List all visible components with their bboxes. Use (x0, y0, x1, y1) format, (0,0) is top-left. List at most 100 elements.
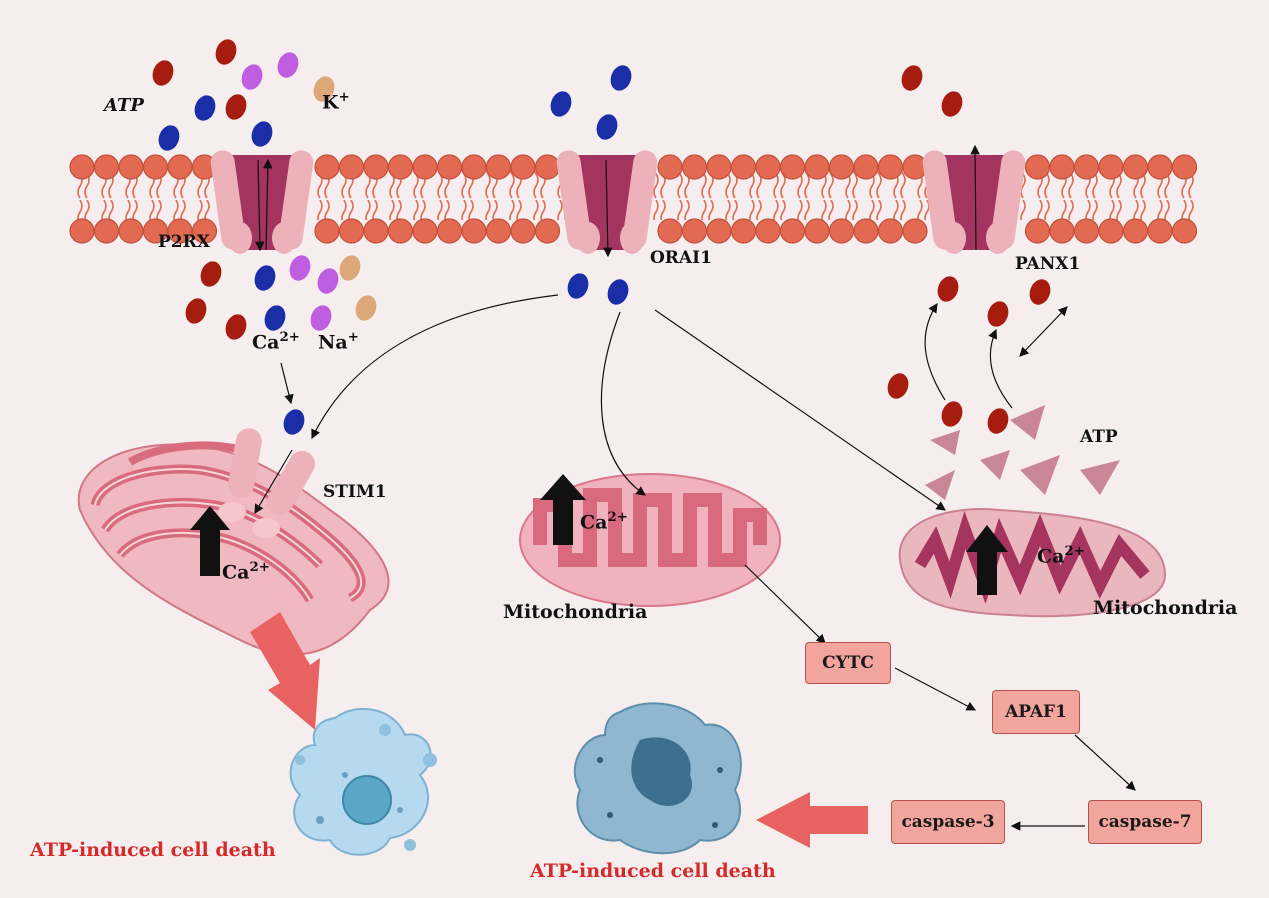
caspase7-box: caspase-7 (1088, 800, 1202, 844)
lipid-head (69, 154, 95, 180)
na-molecule (241, 64, 263, 90)
lipid-head (779, 154, 806, 180)
k-molecule (339, 255, 361, 281)
lipid-head (363, 154, 389, 180)
atp-molecule (937, 276, 959, 302)
lipid-head (730, 218, 757, 244)
atp-molecule (941, 91, 963, 117)
calcium-label-mito-left: Ca2+ (580, 510, 628, 533)
atp-molecule (987, 301, 1009, 327)
lipid-head (338, 218, 365, 244)
atp-molecule (887, 373, 909, 399)
atp-molecule (941, 401, 963, 427)
k-molecule (313, 76, 335, 102)
calcium-charge-mito-left: 2+ (607, 510, 628, 525)
calcium-label-er: Ca2+ (222, 560, 270, 583)
orai1-label: ORAI1 (650, 248, 712, 268)
calcium-charge-p2rx: 2+ (279, 330, 300, 345)
ca-molecule (607, 279, 629, 305)
calcium-symbol-er: Ca (222, 561, 250, 584)
lipid-head (1024, 154, 1051, 180)
lipid-head (755, 154, 781, 180)
ca-molecule (194, 95, 216, 121)
caspase3-box: caspase-3 (891, 800, 1005, 844)
lipid-head (1049, 154, 1075, 180)
lipid-head (510, 154, 536, 180)
lipid-head (1147, 218, 1173, 244)
lipid-head (1171, 154, 1198, 180)
calcium-charge-er: 2+ (249, 560, 270, 575)
cell-death-label-left: ATP-induced cell death (30, 839, 276, 861)
atp-molecule (901, 65, 923, 91)
ca-molecule (567, 273, 589, 299)
lipid-head (461, 218, 487, 244)
lipid-head (755, 218, 781, 244)
lipid-head (1073, 218, 1100, 244)
lipid-head (69, 218, 95, 244)
lipid-head (338, 154, 365, 180)
lipid-head (534, 218, 561, 244)
calcium-symbol-p2rx: Ca (252, 331, 280, 354)
lipid-head (877, 218, 904, 244)
ions-and-molecules (152, 39, 1051, 579)
atp-label-top: ATP (104, 95, 144, 116)
lipid-head (1122, 154, 1149, 180)
calcium-symbol-mito-right: Ca (1037, 545, 1065, 568)
lipid-head (828, 218, 855, 244)
lipid-head (363, 218, 389, 244)
ca-molecule (254, 265, 276, 291)
lipid-head (804, 154, 830, 180)
lipid-head (1098, 218, 1124, 244)
lipid-head (1122, 218, 1149, 244)
lipid-head (1073, 154, 1100, 180)
ca-molecule (610, 65, 632, 91)
lipid-head (706, 154, 732, 180)
atp-molecule (215, 39, 237, 65)
lipid-head (436, 154, 463, 180)
lipid-head (1147, 154, 1173, 180)
lipid-head (191, 218, 218, 244)
lipid-head (877, 154, 904, 180)
lipid-head (681, 154, 708, 180)
lipid-head (828, 154, 855, 180)
lipid-head (412, 218, 438, 244)
atp-molecule (225, 94, 247, 120)
atp-molecule (200, 261, 222, 287)
death-arrows (250, 612, 868, 848)
orai1-channel (556, 150, 658, 258)
lipid-head (412, 154, 438, 180)
lipid-head (657, 154, 683, 180)
connector-arrows (254, 294, 1136, 831)
lipid-head (706, 218, 732, 244)
ca-molecule (264, 305, 286, 331)
na-molecule (277, 52, 299, 78)
ca-molecule (251, 121, 273, 147)
atp-molecule (185, 298, 207, 324)
lipid-head (1049, 218, 1075, 244)
atp-molecule (987, 408, 1009, 434)
lipid-head (142, 154, 169, 180)
lipid-head (387, 154, 414, 180)
mitochondrion-right (898, 405, 1167, 618)
lipid-head (534, 154, 561, 180)
lipid-head (730, 154, 757, 180)
lipid-head (118, 218, 144, 244)
dying-cell-left (289, 708, 437, 856)
lipid-head (853, 218, 879, 244)
atp-label-mito: ATP (1080, 427, 1118, 447)
lipid-head (902, 218, 928, 244)
potassium-label: K+ (322, 90, 350, 113)
cell-death-label-center: ATP-induced cell death (530, 860, 776, 882)
potassium-charge: + (338, 90, 350, 105)
lipid-head (804, 218, 830, 244)
lipid-head (657, 218, 683, 244)
ca-molecule (158, 125, 180, 151)
lipid-head (485, 154, 512, 180)
p2rx-label: P2RX (158, 232, 210, 252)
lipid-head (436, 218, 463, 244)
lipid-head (510, 218, 536, 244)
stim1-label: STIM1 (323, 482, 387, 502)
na-molecule (317, 268, 339, 294)
endoplasmic-reticulum (77, 441, 390, 656)
k-molecule (355, 295, 377, 321)
